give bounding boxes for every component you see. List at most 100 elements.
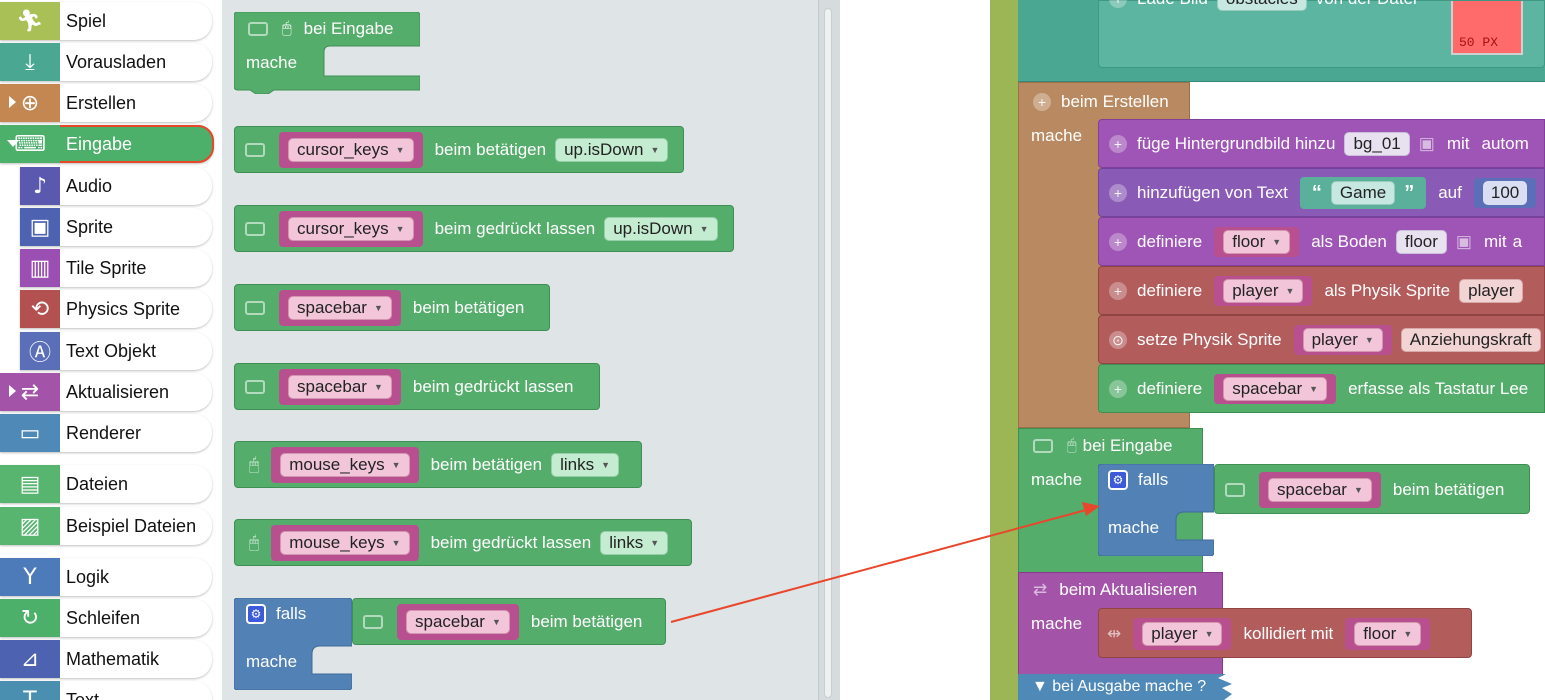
number-field[interactable]: 100 — [1482, 181, 1528, 205]
variable-socket: player▼ — [1214, 276, 1313, 306]
define-keyboard-block[interactable]: + definiere spacebar▼ erfasse als Tastat… — [1098, 364, 1545, 413]
category-eingabe[interactable]: ⌨ Eingabe — [0, 125, 214, 163]
dropdown-arrow-icon: ▼ — [1353, 485, 1363, 495]
download-icon: ⤓ — [0, 43, 60, 81]
variable-name: mouse_keys — [289, 533, 385, 552]
key-pressed-block[interactable]: spacebar▼ beim betätigen — [352, 598, 666, 645]
variable-socket: player▼ — [1293, 325, 1392, 355]
gear-icon[interactable]: ⚙ — [246, 604, 266, 624]
plus-circle-icon: + — [1109, 0, 1127, 8]
if-block[interactable]: ⚙ falls mache — [234, 598, 352, 690]
variable-socket: player▼ — [1133, 618, 1232, 650]
set-physics-sprite-block[interactable]: ⊙ setze Physik Sprite player▼ Anziehungs… — [1098, 315, 1545, 364]
variable-dropdown[interactable]: spacebar▼ — [1223, 377, 1328, 401]
category-erstellen[interactable]: ⊕ Erstellen — [0, 84, 212, 122]
key-pressed-block[interactable]: cursor_keys▼ beim betätigen up.isDown▼ — [234, 126, 684, 173]
category-logik[interactable]: Y Logik — [0, 558, 212, 596]
action-label: beim gedrückt lassen — [434, 219, 596, 238]
variable-name: player — [1151, 624, 1198, 643]
mouse-pressed-block[interactable]: 🖱︎ mouse_keys▼ beim betätigen links▼ — [234, 441, 642, 488]
variable-dropdown[interactable]: floor ▼ — [1223, 230, 1291, 254]
category-text-objekt[interactable]: Ⓐ Text Objekt — [20, 332, 212, 370]
button-dropdown[interactable]: links▼ — [600, 531, 669, 555]
plus-circle-icon: + — [1109, 380, 1127, 398]
category-text[interactable]: T Text — [0, 681, 212, 700]
variable-name: cursor_keys — [297, 140, 389, 159]
add-text-block[interactable]: + hinzufügen von Text “ Game ” auf 100 — [1098, 168, 1545, 217]
variable-dropdown[interactable]: cursor_keys▼ — [288, 138, 414, 162]
text-field[interactable]: Game — [1330, 181, 1396, 205]
expand-arrow-icon[interactable] — [9, 96, 16, 108]
key-dropdown[interactable]: up.isDown▼ — [555, 138, 669, 162]
load-image-block[interactable]: + Lade Bild obstacles von der Datei 50 P… — [1098, 0, 1545, 68]
variable-dropdown[interactable]: player▼ — [1302, 328, 1383, 352]
gear-icon[interactable]: ⚙ — [1108, 470, 1128, 490]
variable-dropdown[interactable]: spacebar▼ — [406, 610, 510, 634]
on-input-block[interactable]: 🖱︎ bei Eingabe mache — [234, 12, 420, 94]
category-schleifen[interactable]: ↻ Schleifen — [0, 599, 212, 637]
category-label: Vorausladen — [66, 51, 167, 72]
variable-dropdown[interactable]: mouse_keys▼ — [280, 531, 410, 555]
key-held-block[interactable]: cursor_keys▼ beim gedrückt lassen up.isD… — [234, 205, 734, 252]
key-dropdown[interactable]: up.isDown▼ — [604, 217, 718, 241]
category-sprite[interactable]: ▣ Sprite — [20, 208, 212, 246]
music-note-icon: ♪ — [20, 167, 60, 205]
collides-with-block[interactable]: ⇹ player▼ kollidiert mit floor▼ — [1098, 608, 1472, 658]
add-background-block[interactable]: + füge Hintergrundbild hinzu bg_01 ▣ mit… — [1098, 119, 1545, 168]
mouse-held-block[interactable]: 🖱︎ mouse_keys▼ beim gedrückt lassen link… — [234, 519, 692, 566]
floor-field[interactable]: floor — [1395, 230, 1447, 254]
key-pressed-block[interactable]: spacebar▼ beim betätigen — [1214, 464, 1530, 514]
dropdown-arrow-icon: ▼ — [1285, 286, 1295, 296]
number-socket: 100 — [1473, 178, 1537, 208]
dropdown-arrow-icon: ▼ — [1309, 384, 1319, 394]
key-pressed-block[interactable]: spacebar▼ beim betätigen — [234, 284, 550, 331]
workspace[interactable]: + Lade Bild obstacles von der Datei 50 P… — [990, 0, 1545, 700]
background-field[interactable]: bg_01 — [1344, 132, 1410, 156]
variable-name: cursor_keys — [297, 219, 389, 238]
on-output-collapsed-block[interactable]: ▼ bei Ausgabe mache ? — [1018, 674, 1248, 700]
flyout-scrollbar[interactable] — [818, 0, 840, 700]
category-label: Logik — [66, 566, 110, 587]
category-beispiel-dateien[interactable]: ▨ Beispiel Dateien — [0, 507, 212, 545]
image-preview[interactable]: 50 PX — [1451, 1, 1523, 55]
keyboard-icon — [1033, 439, 1053, 453]
button-dropdown[interactable]: links▼ — [551, 453, 620, 477]
category-physics-sprite[interactable]: ⟲ Physics Sprite — [20, 290, 212, 328]
key-held-block[interactable]: spacebar▼ beim gedrückt lassen — [234, 363, 600, 410]
category-spiel[interactable]: 🏃︎ Spiel — [0, 2, 212, 40]
variable-dropdown[interactable]: cursor_keys▼ — [288, 217, 414, 241]
expand-arrow-icon[interactable] — [9, 385, 16, 397]
mouse-icon: 🖱︎ — [282, 20, 292, 37]
variable-dropdown[interactable]: spacebar▼ — [288, 296, 392, 320]
dropdown-arrow-icon: ▼ — [1272, 237, 1282, 247]
category-dateien[interactable]: ▤ Dateien — [0, 465, 212, 503]
variable-dropdown[interactable]: player▼ — [1223, 279, 1304, 303]
variable-name: floor — [1232, 232, 1266, 251]
sprite-field[interactable]: player — [1459, 279, 1524, 303]
category-tile-sprite[interactable]: ▥ Tile Sprite — [20, 249, 212, 287]
define-physics-sprite-block[interactable]: + definiere player▼ als Physik Sprite pl… — [1098, 266, 1545, 315]
variable-dropdown[interactable]: player▼ — [1142, 622, 1223, 646]
variable-dropdown[interactable]: spacebar ▼ — [1268, 478, 1372, 502]
define-floor-block[interactable]: + definiere floor▼ als Boden floor ▣ mit… — [1098, 217, 1545, 266]
if-block[interactable]: ⚙ falls mache — [1098, 464, 1214, 556]
collapse-arrow-icon[interactable] — [7, 140, 19, 147]
category-audio[interactable]: ♪ Audio — [20, 167, 212, 205]
category-label: Beispiel Dateien — [66, 515, 197, 536]
repeat-icon: ⇄ — [1033, 580, 1048, 599]
variable-name: spacebar — [1277, 480, 1347, 499]
category-renderer[interactable]: ▭ Renderer — [0, 414, 212, 452]
category-aktualisieren[interactable]: ⇄ Aktualisieren — [0, 373, 212, 411]
variable-dropdown[interactable]: mouse_keys▼ — [280, 453, 410, 477]
action-label: beim gedrückt lassen — [430, 533, 592, 552]
variable-dropdown[interactable]: floor▼ — [1354, 622, 1422, 646]
variable-dropdown[interactable]: spacebar▼ — [288, 375, 392, 399]
button-name: links — [560, 455, 595, 474]
category-vorausladen[interactable]: ⤓ Vorausladen — [0, 43, 212, 81]
category-mathematik[interactable]: ⊿ Mathematik — [0, 640, 212, 678]
mouse-icon: 🖱︎ — [1067, 437, 1077, 454]
image-name-field[interactable]: obstacles — [1216, 0, 1307, 11]
property-dropdown[interactable]: Anziehungskraft — [1400, 328, 1541, 352]
category-label: Renderer — [66, 422, 142, 443]
scrollbar-thumb[interactable] — [824, 8, 832, 698]
